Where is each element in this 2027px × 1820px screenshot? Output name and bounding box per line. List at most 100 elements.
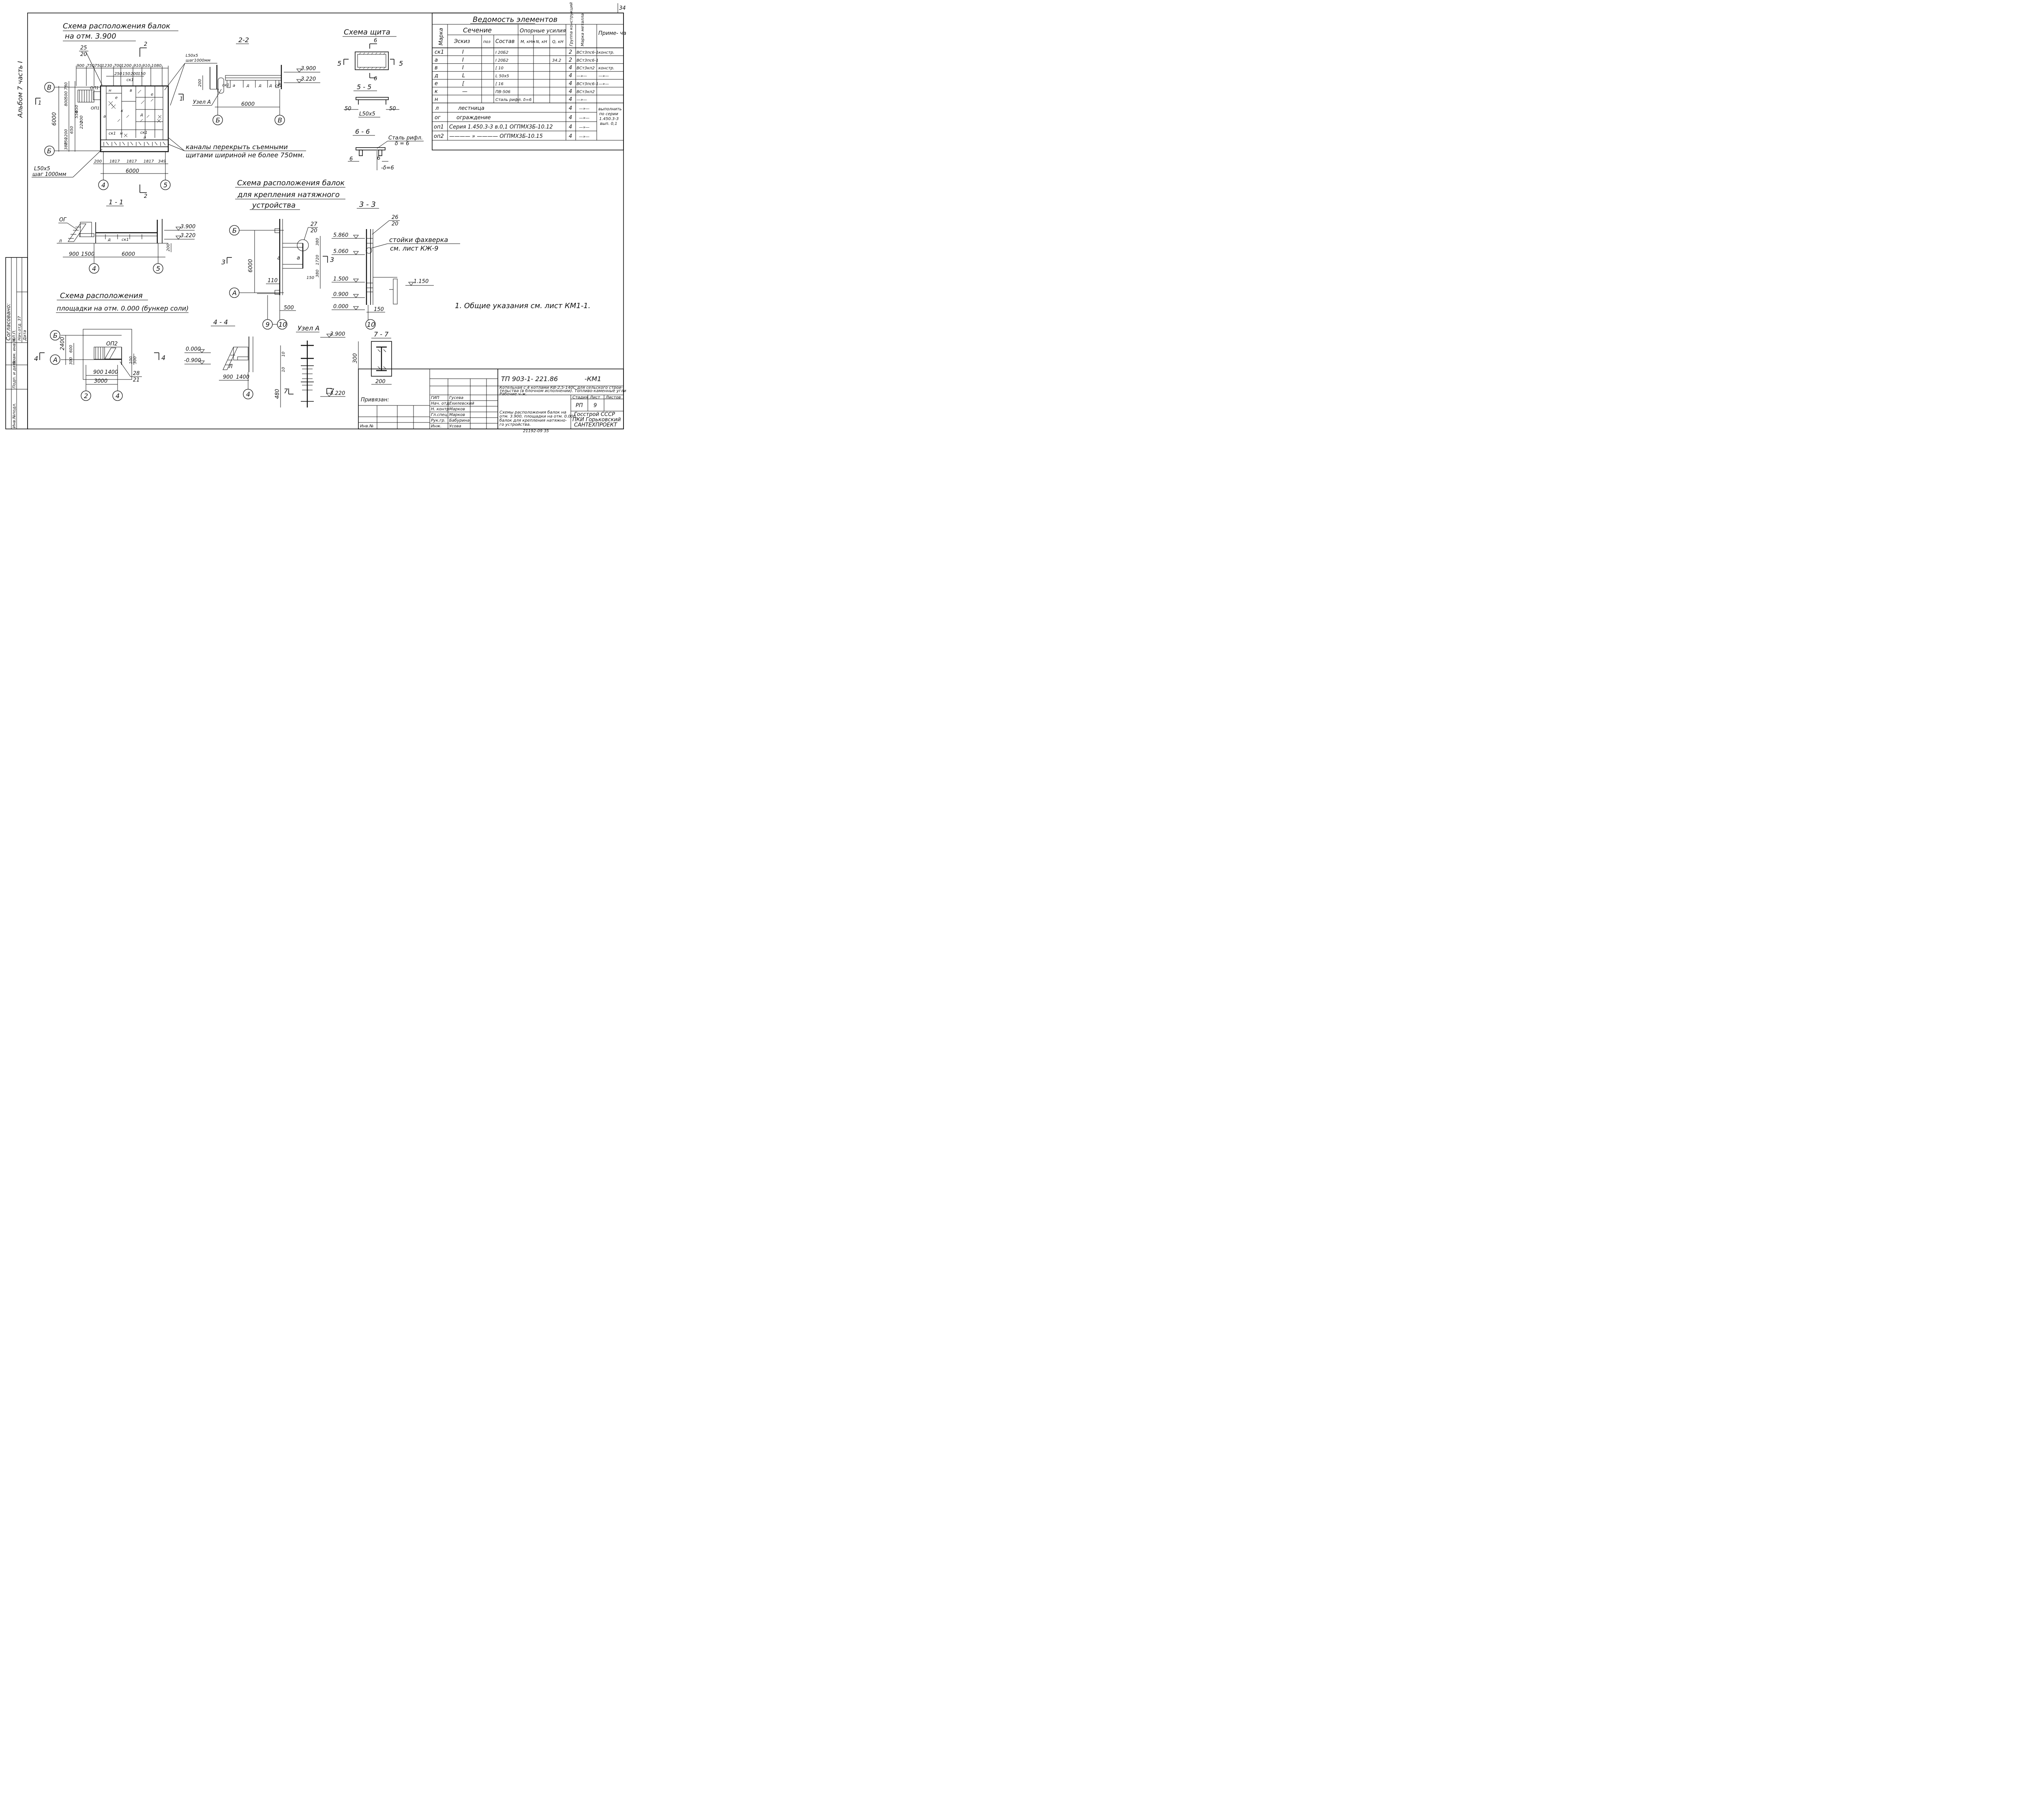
salt-op2: ОП2 [106, 341, 118, 347]
salt-axis-b: Б [53, 332, 58, 339]
tension-title-1: Схема расположения балок [237, 179, 345, 187]
table-h-section: Сечение [463, 26, 492, 34]
approval-inv: Инв.№подл. [12, 403, 17, 428]
plan-label-n1: н [109, 88, 111, 93]
sec11-dim-1500: 1500 [81, 251, 94, 257]
table-row-note-3: —»— [598, 74, 609, 79]
tension-a2: а [297, 255, 300, 261]
table-op1-steel: —»— [579, 125, 589, 130]
tension-axis-10: 10 [279, 321, 287, 328]
stamp-role-4: Рук.гр. [431, 418, 446, 423]
sec33-node-num: 26 [392, 214, 399, 221]
stamp-stage-h: Стадия [572, 395, 588, 400]
tension-d150: 150 [306, 276, 314, 280]
table-row-grp-0: 2 [569, 49, 572, 55]
table-row-mark-5: к [435, 88, 438, 94]
plan-dim-inner-0: 250 [114, 72, 122, 76]
sec33-lv-mark-3 [353, 294, 359, 298]
table-row-comp-2: [ 10 [495, 66, 504, 71]
stamp-inv-label: Инв.№ [360, 424, 374, 429]
table-row-grp-2: 4 [569, 65, 572, 71]
table-row-grp-1: 2 [569, 57, 572, 63]
stamp-name-1: Ехилевский [449, 401, 474, 406]
table-row-steel-3: —»— [576, 74, 587, 79]
plan-title-2: на отм. 3.900 [65, 32, 116, 41]
stamp-role-1: Нач. отд. [431, 401, 450, 406]
plan-label-k: к [121, 109, 123, 113]
sec33-lv-mark-0 [353, 235, 359, 239]
section-7-7: 7 - 7 300 200 [352, 330, 392, 385]
plan-channel-piece-2 [120, 141, 125, 146]
tension-axis-b: Б [232, 227, 237, 234]
tension-node-sheet: 20 [311, 228, 317, 234]
salt-d300: 300 [69, 357, 73, 365]
sec33-node-sheet: 20 [392, 221, 399, 227]
approval-sign: Подп. и дата [12, 361, 17, 388]
table-row-note-0: констр. [598, 50, 615, 55]
table-row-steel-5: ВСт3кп2 [576, 90, 595, 94]
plan-axis-5-bubble [160, 180, 171, 190]
sec22-axis-b-bubble [212, 115, 223, 125]
table-h-steel: Марка металла [581, 13, 585, 46]
plan-dim-bottom-2: 1817 [126, 159, 137, 164]
nodeA-title: Узел А [298, 324, 319, 332]
tension-d380b: 380 [315, 270, 320, 277]
table-row-mark-0: ск1 [435, 49, 444, 55]
plan-cut-2-bottom: 2 [144, 193, 147, 199]
sec11-axis-5-bubble [153, 263, 163, 274]
sec44-d1400: 1400 [236, 374, 249, 380]
table-row-grp-6: 4 [569, 96, 572, 103]
table-row-comp-3: L 50x5 [495, 74, 509, 79]
tension-d500: 500 [284, 305, 294, 311]
salt-axis-2-bubble [81, 390, 91, 401]
album-side-label: Альбом 7 часть I [16, 61, 24, 118]
table-row-sketch-4: [ [462, 81, 465, 87]
table-h-group: Группа конструкций [569, 2, 574, 46]
plan-label-e2: е [151, 92, 153, 97]
plan-dim-top-3: 1230 [102, 64, 112, 68]
plan-dim-bottom-3: 1817 [144, 159, 154, 164]
salt-cut4-left: 4 [34, 355, 38, 362]
sec22-lv-3900: 3.900 [301, 66, 316, 72]
sec33-lv-4: 0.000 [333, 304, 348, 310]
table-op1-grp: 4 [569, 124, 572, 130]
sec77-d200: 200 [375, 379, 386, 385]
plan-dim-inner-3: 150 [138, 72, 146, 76]
table-op2-mark: оп2 [434, 133, 444, 139]
shield-cut5-left: 5 [337, 60, 341, 67]
sec11-l: Л [58, 239, 62, 244]
approval-row1: ГЛ.П. [12, 330, 17, 341]
stamp-sheets-h: Листов [605, 395, 621, 400]
salt-axis-4: 4 [116, 392, 120, 400]
stamp-org-1: Госстрой СССР [574, 412, 615, 418]
sec11-title: 1 - 1 [109, 198, 123, 206]
plan-dim-6000-v: 6000 [51, 112, 58, 126]
table-og-text: ограждение [456, 115, 491, 121]
sec33-lv-mark-2 [353, 279, 359, 283]
plan-cut-1-left: 1 [38, 100, 41, 106]
table-note-series-2: по серии [599, 112, 618, 116]
stamp-stage: РП [576, 403, 583, 409]
plan-label-v: в [130, 88, 132, 93]
approval-stamp: Взам. инв.№ [12, 338, 17, 364]
table-note-series-1: выполнить [598, 107, 622, 111]
plan-cut-2-top: 2 [144, 41, 147, 47]
table-h-pos: поз [483, 40, 491, 44]
sec77-title: 7 - 7 [374, 330, 389, 338]
plan-dim-left-9: 750 [64, 137, 69, 145]
plan-axis-b-bubble [44, 146, 55, 156]
sec22-label-a: а [233, 84, 235, 88]
stamp-name-5: Усова [449, 424, 461, 429]
plan-dim-bottom-1: 1817 [109, 159, 120, 164]
plan-channel-note-1: каналы перекрыть съемными [186, 143, 288, 151]
stamp-title-4: го устройства. [499, 422, 531, 427]
table-row-grp-5: 4 [569, 88, 572, 94]
table-row-sketch-1: I [462, 57, 464, 63]
sec22-label-d2: д [258, 84, 261, 88]
approval-block: Согласовано: ГЛ.П. Нач.отд. 37 Дата Взам… [5, 257, 28, 429]
sec33-lv-3: 0.900 [333, 292, 348, 298]
plan-axis-4-bubble [98, 180, 109, 190]
plan-angle-top-1: L50x5 [186, 54, 198, 58]
stamp-sheet: 9 [594, 403, 597, 409]
table-row-mark-6: н [435, 96, 438, 103]
